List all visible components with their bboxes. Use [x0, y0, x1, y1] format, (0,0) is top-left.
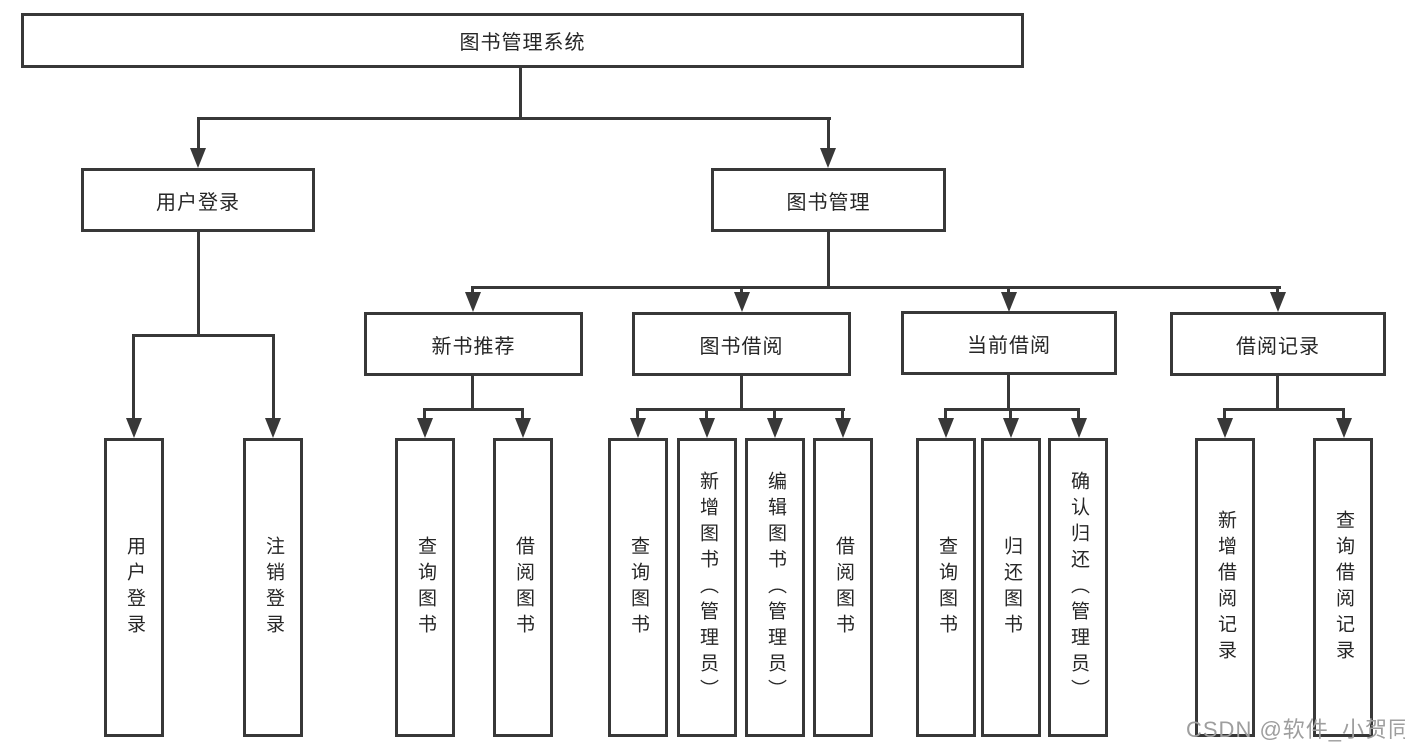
csdn-watermark: CSDN @软件_小贺同学 — [1186, 717, 1405, 742]
node-label: 图书借阅 — [699, 335, 784, 358]
arrowhead-icon — [265, 418, 281, 438]
node-label: 图书管理系统 — [459, 32, 586, 54]
edge-line — [519, 66, 522, 120]
arrowhead-icon — [1003, 418, 1019, 438]
node-label: 用户登录 — [156, 191, 240, 214]
arrowhead-icon — [1336, 418, 1352, 438]
arrowhead-icon — [417, 418, 433, 438]
leaf-borrow-query-books: 查询图书 — [608, 438, 668, 737]
node-current-borrow: 当前借阅 — [901, 311, 1117, 375]
edge-line — [1009, 408, 1012, 422]
node-book-management: 图书管理 — [711, 168, 946, 232]
edge-line — [827, 117, 830, 153]
edge-line — [132, 334, 275, 337]
edge-line — [773, 408, 776, 422]
edge-line — [1223, 408, 1345, 411]
edge-line — [197, 117, 200, 153]
arrowhead-icon — [465, 292, 481, 312]
node-label: 用户登录 — [123, 535, 145, 640]
edge-line — [1077, 408, 1080, 422]
arrowhead-icon — [126, 418, 142, 438]
leaf-newbook-borrow-books: 借阅图书 — [493, 438, 553, 737]
edge-line — [272, 334, 275, 422]
edge-line — [132, 334, 135, 422]
leaf-newbook-query-books: 查询图书 — [395, 438, 455, 737]
leaf-user-login: 用户登录 — [104, 438, 164, 737]
arrowhead-icon — [1217, 418, 1233, 438]
node-label: 注销登录 — [262, 535, 284, 640]
edge-line — [521, 408, 524, 422]
node-label: 查询图书 — [627, 535, 649, 640]
arrowhead-icon — [699, 418, 715, 438]
node-library-management-system: 图书管理系统 — [21, 13, 1024, 68]
node-borrow-record: 借阅记录 — [1170, 312, 1386, 376]
leaf-borrow-borrow-books: 借阅图书 — [813, 438, 873, 737]
node-label: 借阅记录 — [1236, 335, 1320, 358]
leaf-borrow-add-books-admin: 新增图书（管理员） — [677, 438, 737, 737]
edge-line — [740, 286, 743, 296]
edge-line — [944, 408, 947, 422]
edge-line — [827, 232, 830, 288]
node-label: 当前借阅 — [967, 334, 1051, 357]
node-label: 查询图书 — [935, 535, 957, 640]
leaf-borrow-edit-books-admin: 编辑图书（管理员） — [745, 438, 805, 737]
arrowhead-icon — [1071, 418, 1087, 438]
edge-line — [1276, 286, 1279, 296]
arrowhead-icon — [734, 292, 750, 312]
node-label: 确认归还（管理员） — [1067, 470, 1089, 705]
leaf-logout: 注销登录 — [243, 438, 303, 737]
node-label: 借阅图书 — [512, 535, 534, 640]
node-label: 图书管理 — [786, 191, 871, 214]
edge-line — [197, 232, 200, 336]
node-book-borrow: 图书借阅 — [632, 312, 851, 376]
edge-line — [705, 408, 708, 422]
edge-line — [471, 286, 1281, 289]
edge-line — [197, 117, 831, 120]
arrowhead-icon — [515, 418, 531, 438]
edge-line — [423, 408, 426, 422]
edge-line — [1342, 408, 1345, 422]
node-new-book-recommend: 新书推荐 — [364, 312, 583, 376]
edge-line — [1007, 375, 1010, 410]
arrowhead-icon — [938, 418, 954, 438]
arrowhead-icon — [1270, 292, 1286, 312]
arrowhead-icon — [630, 418, 646, 438]
arrowhead-icon — [190, 148, 206, 168]
node-label: 查询借阅记录 — [1332, 509, 1354, 666]
node-label: 借阅图书 — [832, 535, 854, 640]
arrowhead-icon — [835, 418, 851, 438]
edge-line — [944, 408, 1080, 411]
leaf-current-confirm-return-admin: 确认归还（管理员） — [1048, 438, 1108, 737]
edge-line — [740, 376, 743, 410]
leaf-current-query-books: 查询图书 — [916, 438, 976, 737]
leaf-record-add-borrow-record: 新增借阅记录 — [1195, 438, 1255, 737]
edge-line — [1276, 376, 1279, 410]
leaf-record-query-borrow-record: 查询借阅记录 — [1313, 438, 1373, 737]
node-label: 查询图书 — [414, 535, 436, 640]
edge-line — [471, 286, 474, 296]
edge-line — [471, 376, 474, 410]
node-user-login: 用户登录 — [81, 168, 315, 232]
node-label: 新书推荐 — [431, 335, 516, 358]
edge-line — [423, 408, 524, 411]
node-label: 编辑图书（管理员） — [764, 470, 786, 705]
arrowhead-icon — [820, 148, 836, 168]
node-label: 新增图书（管理员） — [696, 470, 718, 705]
edge-line — [841, 408, 844, 422]
edge-line — [1223, 408, 1226, 422]
leaf-current-return-books: 归还图书 — [981, 438, 1041, 737]
edge-line — [1007, 286, 1010, 296]
arrowhead-icon — [1001, 292, 1017, 312]
node-label: 归还图书 — [1000, 535, 1022, 640]
edge-line — [636, 408, 639, 422]
arrowhead-icon — [767, 418, 783, 438]
node-label: 新增借阅记录 — [1214, 509, 1236, 666]
edge-line — [636, 408, 845, 411]
